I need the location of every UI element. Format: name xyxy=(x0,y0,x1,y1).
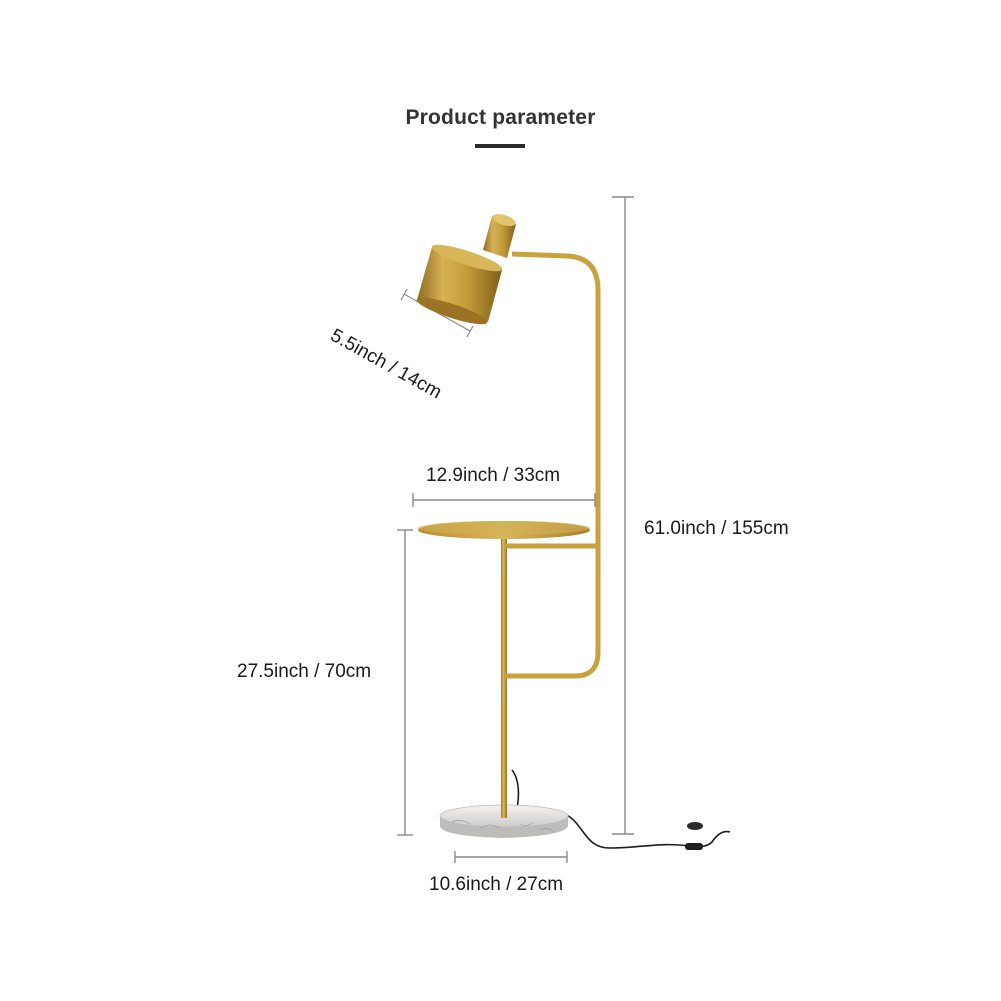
dimension-base-width xyxy=(454,851,568,863)
dimension-total-height xyxy=(612,196,634,835)
title-underline xyxy=(475,144,525,148)
dimension-table-width xyxy=(412,493,596,507)
lower-arm xyxy=(504,560,601,679)
page-title: Product parameter xyxy=(405,106,596,129)
dimension-table-height xyxy=(397,529,413,836)
side-table xyxy=(418,521,590,539)
cord-switch xyxy=(685,843,703,850)
total-height-label: 61.0inch / 155cm xyxy=(644,518,789,539)
table-width-label: 12.9inch / 33cm xyxy=(426,465,561,486)
table-height-label: 27.5inch / 70cm xyxy=(237,661,372,682)
upper-pole xyxy=(511,251,601,560)
base-width-label: 10.6inch / 27cm xyxy=(429,874,564,895)
cord-plug xyxy=(687,822,703,830)
lamp-shade xyxy=(416,213,516,325)
